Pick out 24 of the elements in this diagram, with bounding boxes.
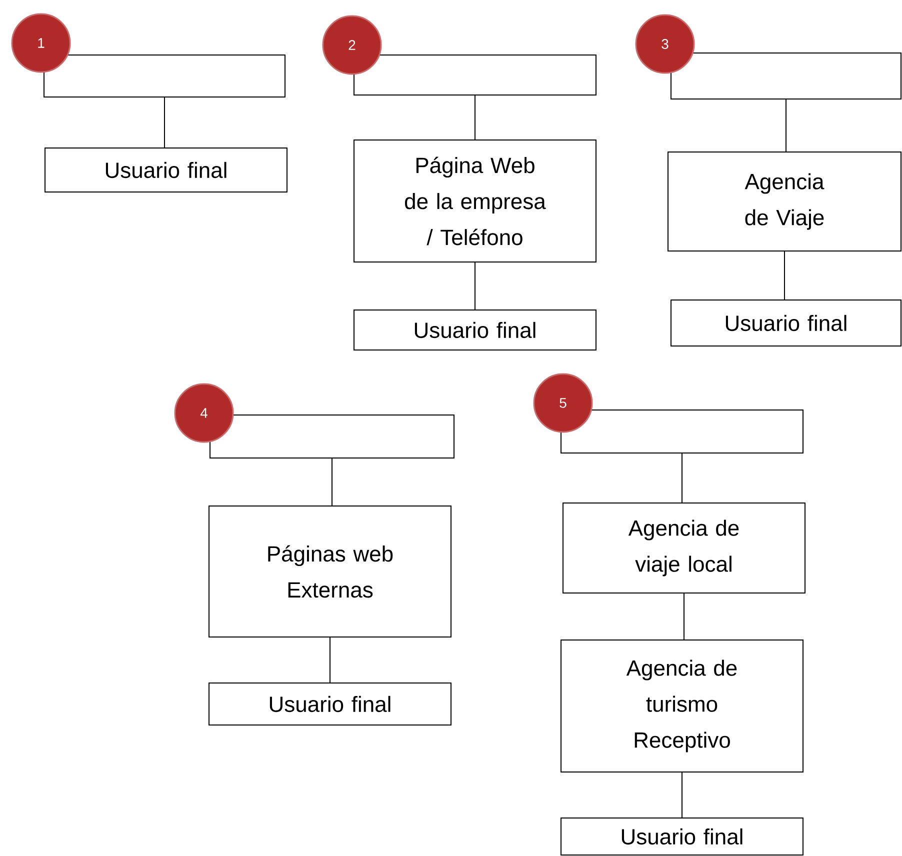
process-box: Usuario final <box>208 682 452 726</box>
connector-line <box>474 262 476 310</box>
connector-line <box>164 97 165 148</box>
process-box: Agencia de Viaje <box>668 152 902 252</box>
number-badge: 3 <box>635 14 695 74</box>
process-box: Usuario final <box>44 148 288 192</box>
empty-box <box>354 54 596 96</box>
number-badge: 4 <box>174 383 234 443</box>
process-box: Páginas web Externas <box>208 506 452 638</box>
process-box: Usuario final <box>560 818 804 856</box>
process-box: Usuario final <box>670 300 902 346</box>
process-box: Agencia de viaje local <box>562 502 806 594</box>
process-box: Página Web de la empresa / Teléfono <box>354 140 596 262</box>
number-badge: 1 <box>11 13 71 73</box>
empty-box <box>670 52 902 100</box>
number-badge: 2 <box>322 15 382 75</box>
empty-box <box>560 410 804 454</box>
empty-box <box>44 54 286 98</box>
connector-line <box>474 95 476 140</box>
process-box: Usuario final <box>354 310 596 350</box>
connector-line <box>784 251 785 300</box>
empty-box <box>210 414 454 458</box>
number-badge: 5 <box>533 373 593 433</box>
process-box: Agencia de turismo Receptivo <box>560 640 804 772</box>
